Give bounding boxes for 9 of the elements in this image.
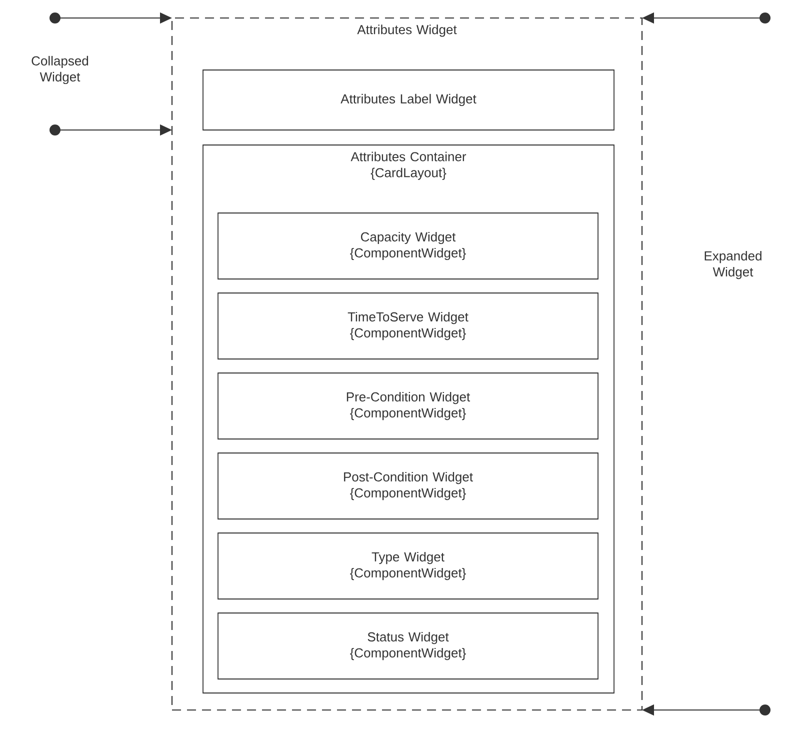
- widget-box: Status Widget {ComponentWidget}: [218, 612, 598, 680]
- widget-box: TimeToServe Widget {ComponentWidget}: [218, 292, 598, 360]
- widget-box: Type Widget {ComponentWidget}: [218, 532, 598, 600]
- widget-box: Pre-Condition Widget {ComponentWidget}: [218, 372, 598, 440]
- annotation-text: Expanded Widget: [704, 250, 762, 280]
- widget-box: Attributes Label Widget: [202, 70, 614, 130]
- widget-box: Post-Condition Widget {ComponentWidget}: [218, 452, 598, 520]
- widget-box: Capacity Widget {ComponentWidget}: [218, 212, 598, 280]
- annotation-text: Collapsed Widget: [32, 56, 88, 84]
